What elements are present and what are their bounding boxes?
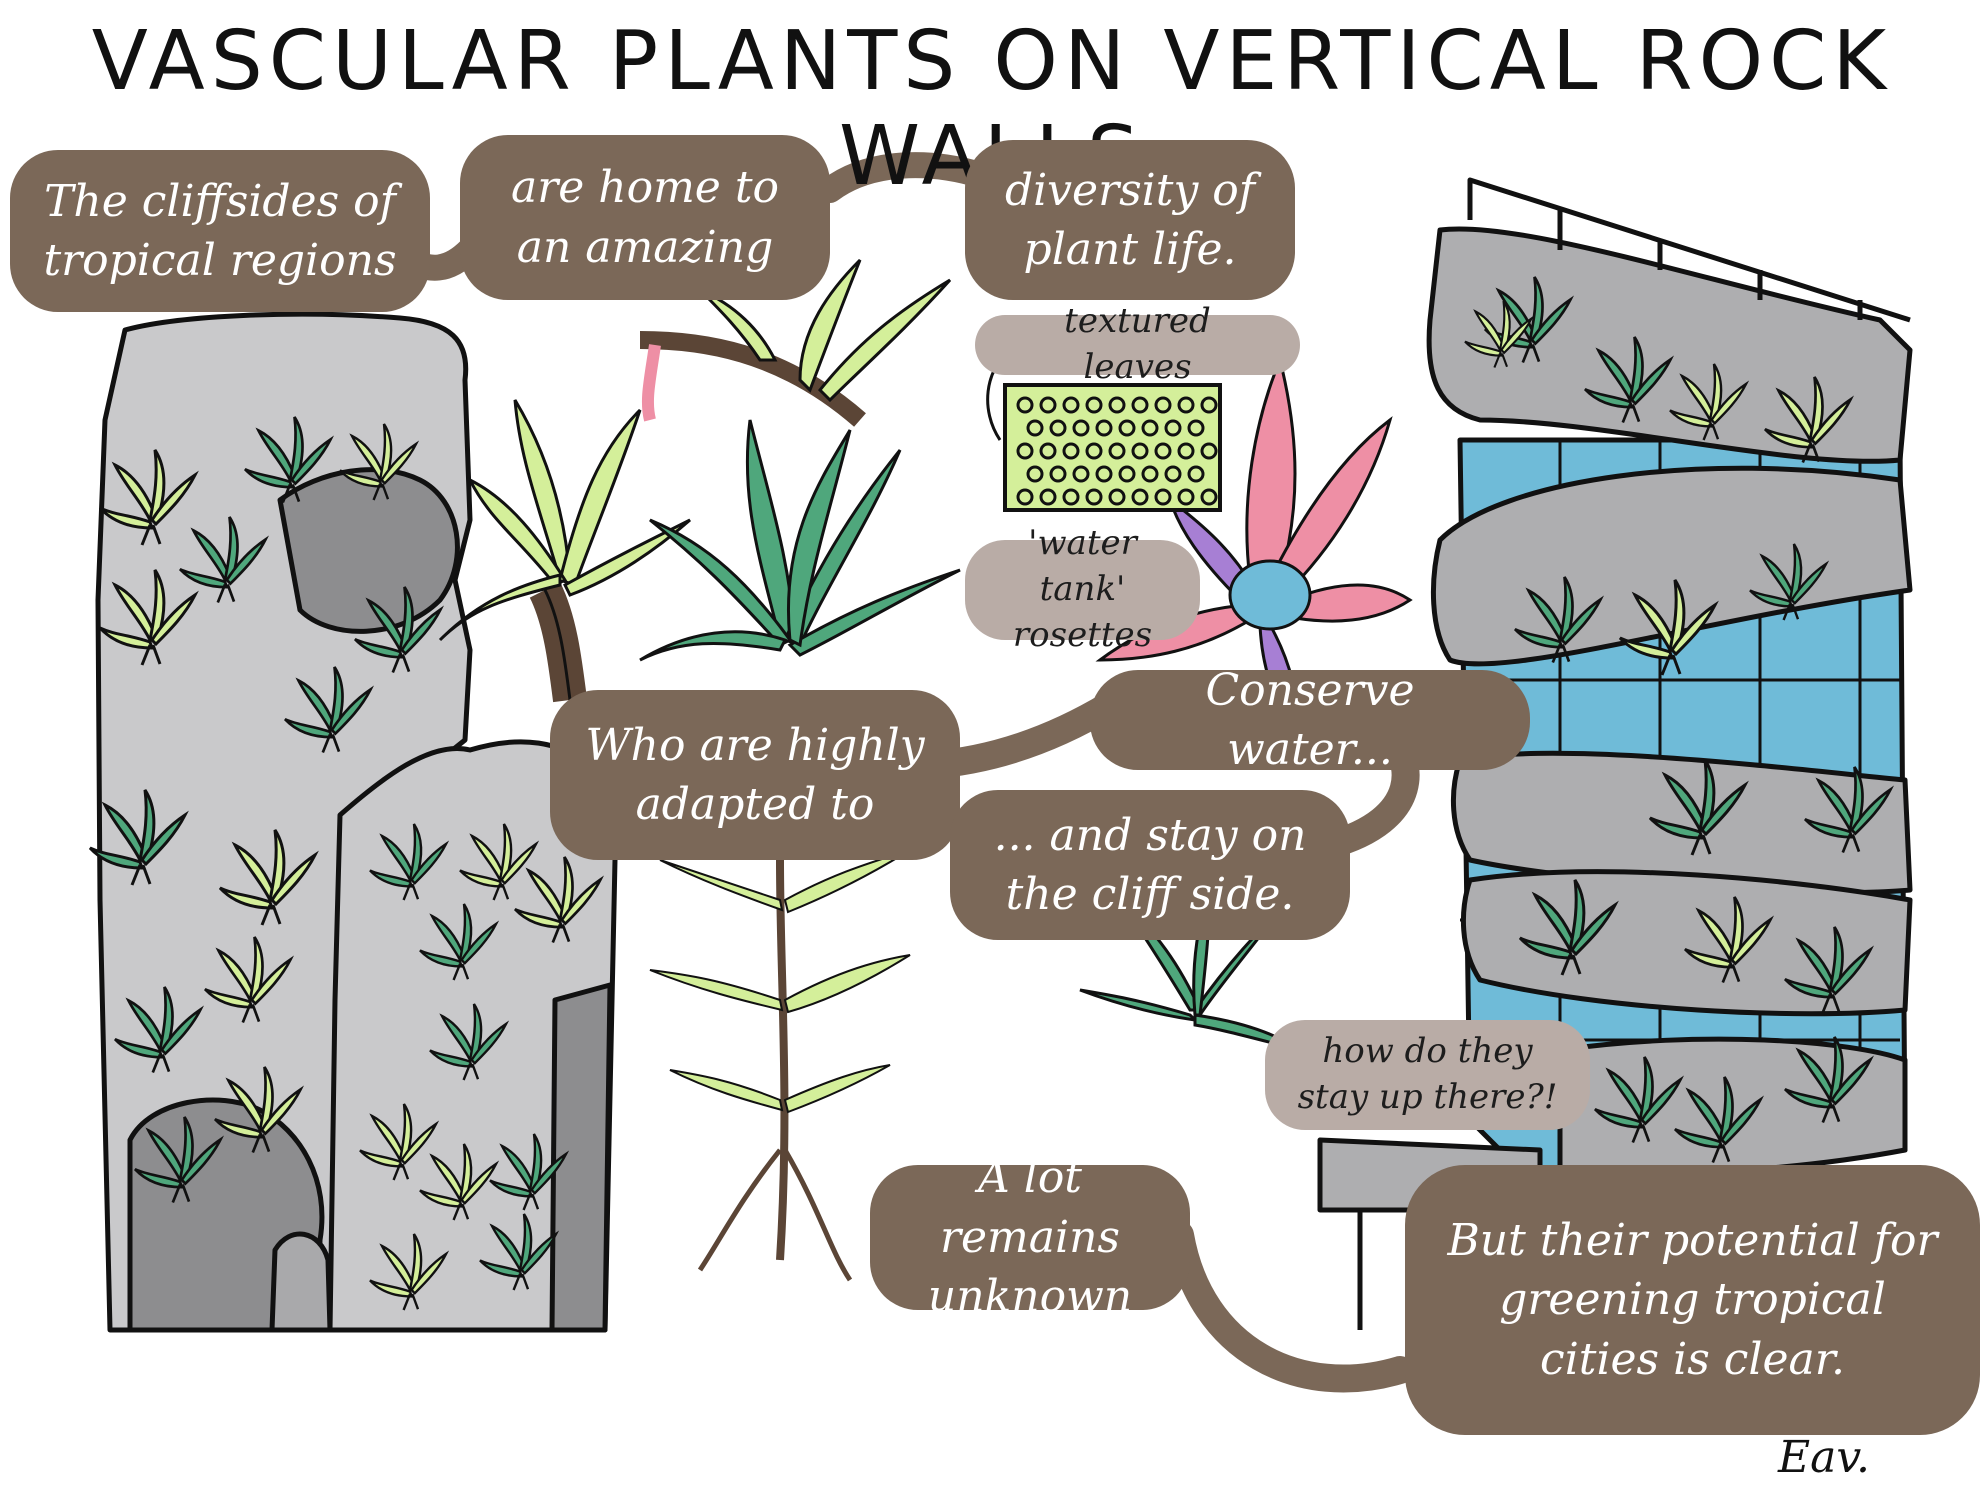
green-rosette xyxy=(639,419,961,662)
small-plant xyxy=(1514,576,1604,664)
bubble-stay-on-cliff: ... and stay on the cliff side. xyxy=(950,790,1350,940)
small-plant xyxy=(1464,300,1535,368)
small-plant xyxy=(339,423,420,501)
textured-leaves-swatch xyxy=(986,348,1222,512)
small-plant xyxy=(1669,363,1750,441)
small-plant xyxy=(419,1143,500,1221)
front-rock-right-shadow xyxy=(549,982,613,1333)
bubble-home-to: are home to an amazing xyxy=(460,135,830,300)
small-plant xyxy=(1749,543,1830,621)
building-plants xyxy=(1464,276,1894,1164)
small-plant xyxy=(459,823,540,901)
small-plant xyxy=(1584,336,1674,424)
diagram-title: VASCULAR PLANTS ON VERTICAL ROCK WALLS xyxy=(91,14,1893,204)
label-textured-leaves: textured leaves xyxy=(975,301,1300,387)
small-plant xyxy=(204,936,294,1024)
small-plant xyxy=(179,516,269,604)
small-plant xyxy=(369,1233,450,1311)
small-plant xyxy=(98,569,199,666)
small-plant xyxy=(489,1133,570,1211)
small-plant xyxy=(214,1066,304,1154)
bubble-lot-unknown: A lot remains unknown xyxy=(870,1152,1190,1322)
small-plant xyxy=(284,666,374,754)
bubble-highly-adapted: Who are highly adapted to xyxy=(550,690,960,860)
bubble-greening-cities: But their potential for greening tropica… xyxy=(1405,1165,1980,1435)
small-plant xyxy=(369,823,450,901)
small-plant xyxy=(134,1116,224,1204)
cliff-plants xyxy=(88,416,604,1311)
bubble-cliffsides: The cliffsides of tropical regions xyxy=(10,150,430,312)
bubble-diversity: diversity of plant life. xyxy=(965,140,1295,300)
small-plant xyxy=(1594,1056,1684,1144)
small-plant xyxy=(1784,1036,1874,1124)
small-plant xyxy=(1804,766,1894,854)
middle-plants xyxy=(438,258,1413,1282)
roof-railing xyxy=(1467,177,1911,323)
palm-plant xyxy=(438,399,691,703)
small-plant xyxy=(359,1103,440,1181)
small-plant xyxy=(1648,759,1749,856)
small-plant xyxy=(429,1003,510,1081)
small-plant xyxy=(114,986,204,1074)
small-plant xyxy=(1518,879,1619,976)
small-plant xyxy=(1784,926,1874,1014)
small-plant xyxy=(1618,579,1719,676)
small-plant xyxy=(88,789,189,886)
small-plant xyxy=(419,903,500,981)
label-water-tank-rosettes: 'water tank' rosettes xyxy=(965,523,1200,655)
artist-signature: Eav. xyxy=(1778,1432,1870,1483)
small-plant xyxy=(479,1213,560,1291)
bubble-conserve-water: Conserve water... xyxy=(1090,665,1530,775)
label-how-stay-up: how do they stay up there?! xyxy=(1265,1020,1590,1130)
rock-shadow-band xyxy=(277,467,460,634)
small-plant xyxy=(98,449,199,546)
small-plant xyxy=(244,416,334,504)
small-plant xyxy=(218,829,319,926)
small-plant xyxy=(1674,1076,1764,1164)
bottom-shrub xyxy=(649,849,911,1282)
small-plant xyxy=(1764,376,1854,464)
small-plant xyxy=(1684,896,1774,984)
small-plant xyxy=(514,856,604,944)
small-plant xyxy=(354,586,444,674)
